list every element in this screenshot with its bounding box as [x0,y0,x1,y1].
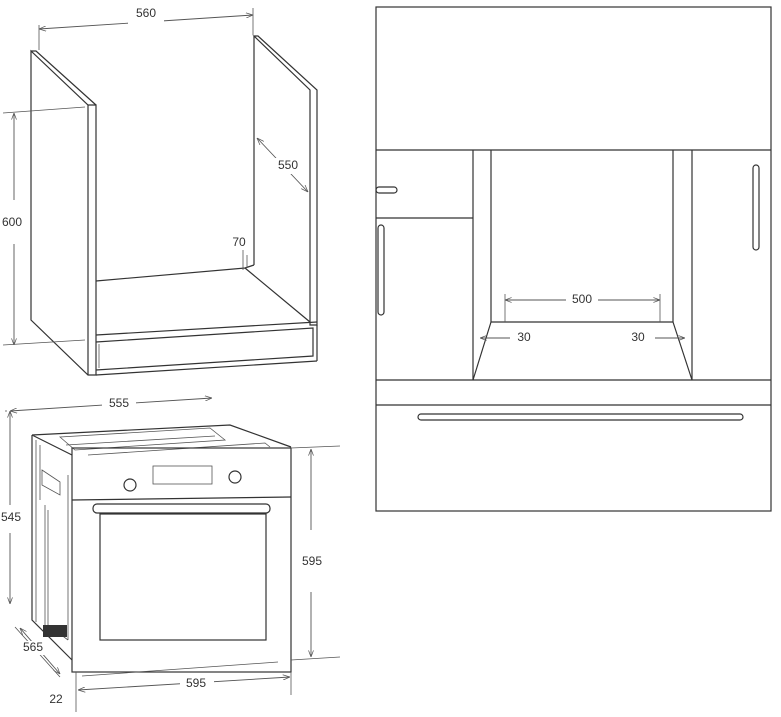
right-gap-label: 30 [631,330,645,344]
door-handle-left [377,224,385,316]
oven-depth-label: 565 [23,640,43,654]
oven-knob-right [228,470,242,484]
rear-gap-label: 70 [232,235,246,249]
oven-dimensions: 555 545 595 595 565 22 [0,396,341,712]
cabinet-depth-label: 550 [278,158,298,172]
elevation-dimensions: 500 30 30 [480,292,685,344]
left-gap-label: 30 [517,330,531,344]
opening-width-label: 500 [572,292,592,306]
oven-width-label: 595 [186,676,206,690]
oven-door-handle [92,503,271,514]
front-thickness-label: 22 [49,692,63,706]
kitchen-elevation-drawing [375,6,772,512]
cabinet-width-label: 560 [136,6,156,20]
oven-window [99,513,267,641]
oven-side-height-label: 545 [1,510,21,524]
oven-knob-left [123,478,137,492]
cabinet-dimensions: 560 600 550 70 [0,6,308,346]
oven-depth-top-label: 555 [109,396,129,410]
oven-drawing [31,424,292,677]
door-handle-right [752,164,760,251]
drawer-handle-bottom [417,413,744,421]
oven-display [152,465,213,485]
oven-height-label: 595 [302,554,322,568]
cabinet-height-label: 600 [2,215,22,229]
cabinet-drawing [30,35,318,376]
drawer-handle-left [375,186,398,194]
